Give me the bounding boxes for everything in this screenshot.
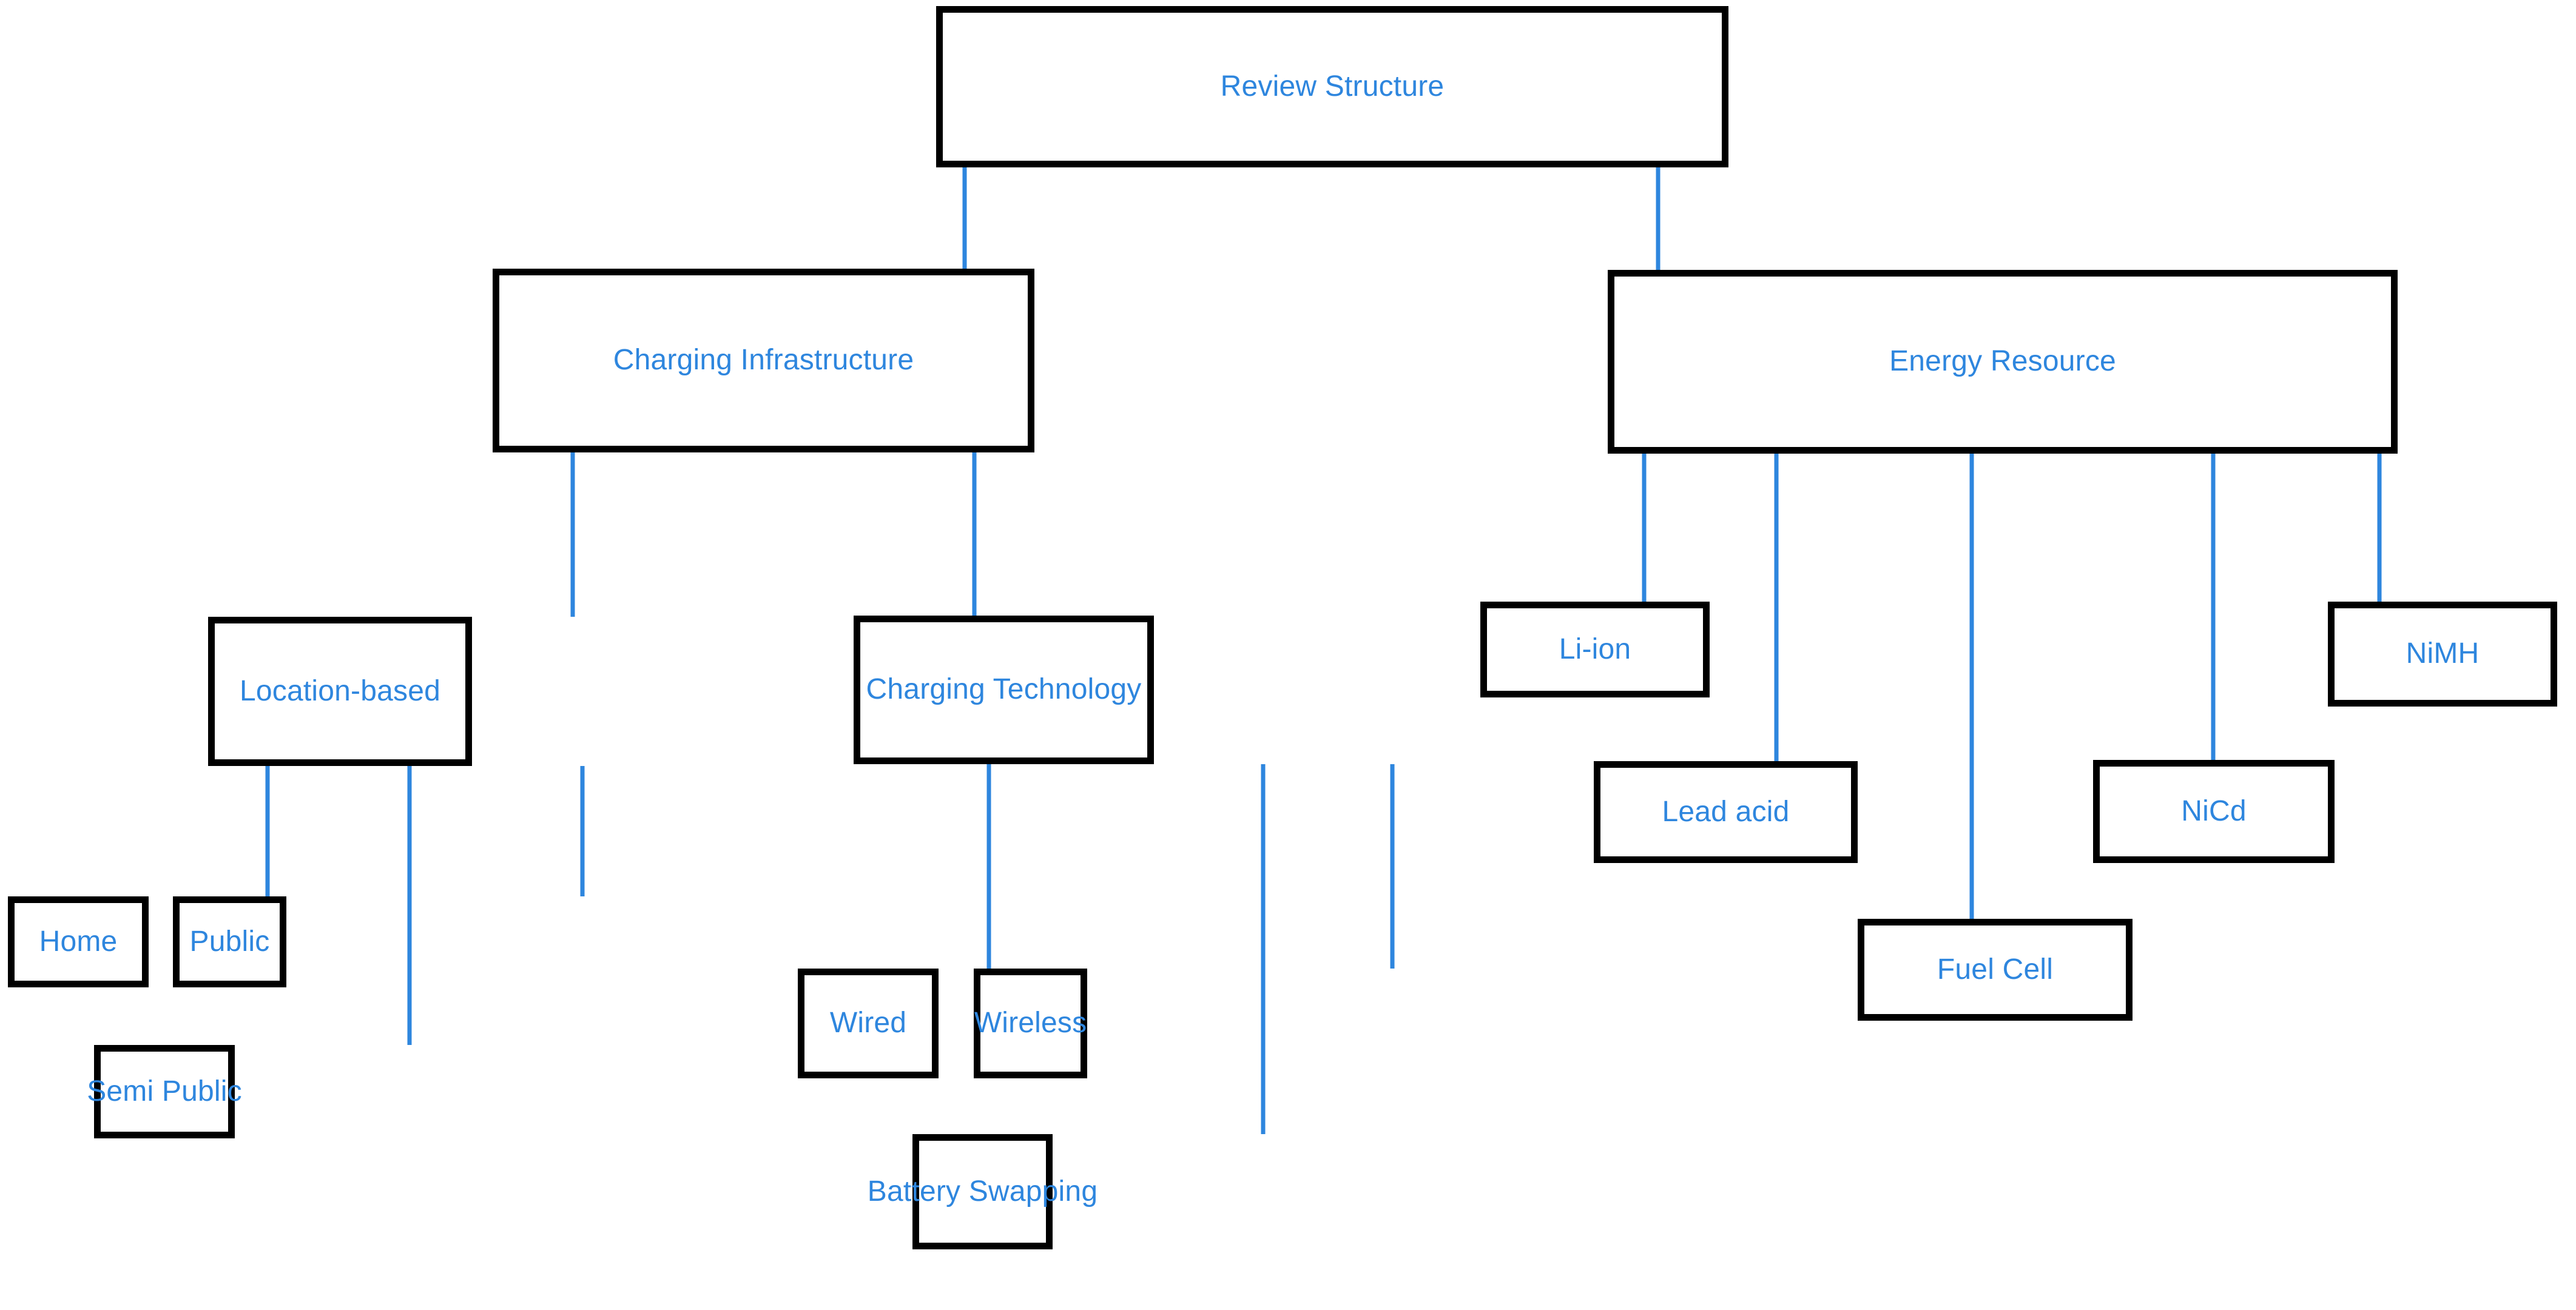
node-semi-public[interactable]: Semi Public <box>87 1045 242 1138</box>
node-label-energy-resource: Energy Resource <box>1889 345 2116 378</box>
node-label-fuel-cell: Fuel Cell <box>1937 953 2054 986</box>
node-li-ion[interactable]: Li-ion <box>1480 602 1710 697</box>
node-label-wireless: Wireless <box>974 1007 1087 1040</box>
node-home[interactable]: Home <box>8 896 149 987</box>
node-label-location-based: Location-based <box>239 674 441 707</box>
node-label-li-ion: Li-ion <box>1559 633 1631 665</box>
node-label-public: Public <box>189 925 270 958</box>
node-nicd[interactable]: NiCd <box>2093 760 2335 863</box>
node-label-lead-acid: Lead acid <box>1662 795 1790 828</box>
node-location-based[interactable]: Location-based <box>208 617 472 766</box>
node-wired[interactable]: Wired <box>798 969 939 1078</box>
node-label-charging-infrastructure: Charging Infrastructure <box>613 344 914 377</box>
node-label-nimh: NiMH <box>2406 637 2480 670</box>
node-nimh[interactable]: NiMH <box>2328 602 2557 707</box>
node-energy-resource[interactable]: Energy Resource <box>1608 270 2398 454</box>
node-fuel-cell[interactable]: Fuel Cell <box>1858 919 2133 1021</box>
node-public[interactable]: Public <box>173 896 286 987</box>
node-lead-acid[interactable]: Lead acid <box>1594 761 1858 863</box>
node-label-charging-technology: Charging Technology <box>866 673 1142 706</box>
node-charging-technology[interactable]: Charging Technology <box>854 616 1154 764</box>
node-label-nicd: NiCd <box>2181 794 2247 827</box>
node-label-wired: Wired <box>829 1007 907 1040</box>
node-label-semi-public: Semi Public <box>87 1075 242 1107</box>
node-label-review-structure: Review Structure <box>1220 70 1445 102</box>
node-label-home: Home <box>39 925 118 958</box>
node-wireless[interactable]: Wireless <box>974 969 1087 1078</box>
node-review-structure[interactable]: Review Structure <box>936 6 1728 167</box>
node-battery-swapping[interactable]: Battery Swapping <box>868 1134 1097 1249</box>
node-label-battery-swapping: Battery Swapping <box>867 1175 1098 1208</box>
node-charging-infrastructure[interactable]: Charging Infrastructure <box>493 269 1034 452</box>
